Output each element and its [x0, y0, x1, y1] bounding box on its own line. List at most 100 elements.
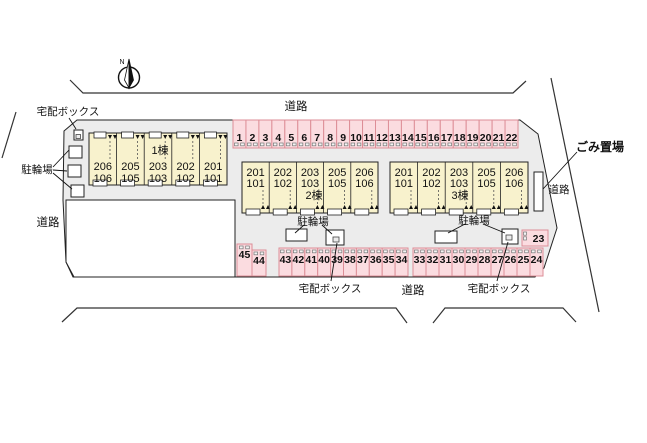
parking-space-number: 35: [383, 254, 395, 266]
parking-space-number: 40: [318, 254, 330, 266]
wheel-stop: [260, 142, 265, 147]
delivery-box-inner: [75, 134, 81, 139]
wheel-stop: [467, 142, 472, 147]
wheel-stop: [376, 249, 381, 254]
parking-space-number: 39: [331, 254, 343, 266]
wheel-stop: [344, 249, 349, 254]
parking-space-number: 15: [415, 132, 427, 144]
wheel-stop: [523, 231, 527, 236]
delivery-b3-leader: [496, 241, 509, 282]
wheel-stop: [460, 142, 465, 147]
building-name-label: 3棟: [451, 188, 468, 202]
delivery-top-leader: [68, 117, 77, 130]
parking-space-number: 29: [466, 254, 478, 266]
wheel-stop: [492, 249, 497, 254]
entrance-mark-icon: [218, 135, 228, 139]
wheel-stop: [253, 251, 258, 256]
parking-space-number: 41: [305, 254, 317, 266]
wheel-stop: [305, 249, 311, 254]
wheel-stop: [433, 249, 438, 254]
wheel-stop: [272, 142, 278, 147]
parking-space-number: 44: [253, 255, 265, 267]
parking-space-number: 37: [357, 254, 369, 266]
parking-space-number: 32: [427, 254, 439, 266]
road-edge-left: [1, 111, 17, 159]
room-number-lower: 103: [450, 178, 468, 190]
bike-left-leader: [52, 149, 70, 168]
compass-north-label: N: [119, 59, 124, 66]
parking-space-number: 10: [350, 132, 362, 144]
road-edge-right: [550, 77, 600, 313]
road-top-label: 道路: [285, 99, 308, 113]
wheel-stop: [479, 249, 484, 254]
wheel-stop: [414, 249, 419, 254]
buildings-layer: 2061062051052031032021022011011棟20110120…: [88, 131, 529, 216]
wheel-stop: [511, 249, 516, 254]
wheel-stop: [420, 249, 425, 254]
parking-space-number: 11: [363, 132, 374, 144]
wheel-stop: [383, 249, 388, 254]
room-number-upper: 205: [477, 167, 495, 179]
parking-space-number: 6: [301, 132, 307, 144]
wheel-stop: [428, 142, 433, 147]
parking-space-number: 18: [454, 132, 466, 144]
compass-icon: N: [117, 58, 141, 90]
bike-b3-leader: [447, 223, 466, 234]
room-number-upper: 202: [422, 167, 440, 179]
parking-space-number: 7: [314, 132, 320, 144]
parking-space-number: 22: [506, 132, 518, 144]
room-number-upper: 201: [246, 167, 264, 179]
bike-b2-leader: [294, 224, 305, 234]
room-number-lower: 106: [355, 178, 373, 190]
wheel-stop: [506, 142, 511, 147]
wheel-stop: [357, 249, 362, 254]
room-number-upper: 202: [274, 167, 292, 179]
parking-space-number: 25: [518, 254, 530, 266]
garbage-leader: [542, 151, 578, 190]
parking-space-number: 43: [280, 254, 292, 266]
bicycle-parking-left-label: 駐輪場: [21, 163, 53, 176]
entrance-mark-icon: [190, 135, 200, 139]
parking-space-number: 38: [344, 254, 356, 266]
wheel-stop: [343, 142, 349, 147]
road-edge-bottom-left: [61, 307, 408, 324]
parking-space-number: 8: [327, 132, 333, 144]
wheel-stop: [337, 142, 343, 147]
parking-space-number: 27: [492, 254, 504, 266]
parking-space-number: 42: [293, 254, 305, 266]
room-number-upper: 203: [450, 167, 468, 179]
entrance-mark-icon: [261, 205, 270, 209]
wheel-stop: [493, 142, 498, 147]
wheel-stop: [434, 142, 439, 147]
delivery-box-inner: [332, 236, 340, 243]
room-number-upper: 206: [505, 167, 523, 179]
building-name-label: 1棟: [151, 143, 168, 157]
wheel-stop: [299, 249, 304, 254]
room-number-lower: 103: [149, 173, 167, 185]
wheel-stop: [454, 142, 459, 147]
wheel-stop: [524, 249, 529, 254]
bike-b2-leader: [321, 224, 333, 235]
room-number-lower: 106: [94, 173, 112, 185]
bike-left-leader: [52, 169, 68, 172]
wheel-stop: [370, 249, 375, 254]
wheel-stop: [312, 249, 317, 254]
wheel-stop: [518, 249, 523, 254]
wheel-stop: [234, 142, 239, 147]
wheel-stop: [498, 249, 503, 254]
road-left-label: 道路: [37, 215, 60, 229]
wheel-stop: [480, 142, 485, 147]
parking-space-number: 33: [414, 254, 426, 266]
room-number-upper: 201: [204, 161, 222, 173]
wheel-stop: [441, 142, 446, 147]
parking-space-number: 4: [275, 132, 281, 144]
parking-space-number: 5: [288, 132, 294, 144]
parking-space-number: 19: [467, 132, 479, 144]
wheel-stop: [253, 142, 258, 147]
wheel-stop: [279, 142, 284, 147]
wheel-stop: [240, 142, 245, 147]
garbage-area-box: [533, 171, 544, 212]
wheel-stop: [286, 249, 291, 254]
